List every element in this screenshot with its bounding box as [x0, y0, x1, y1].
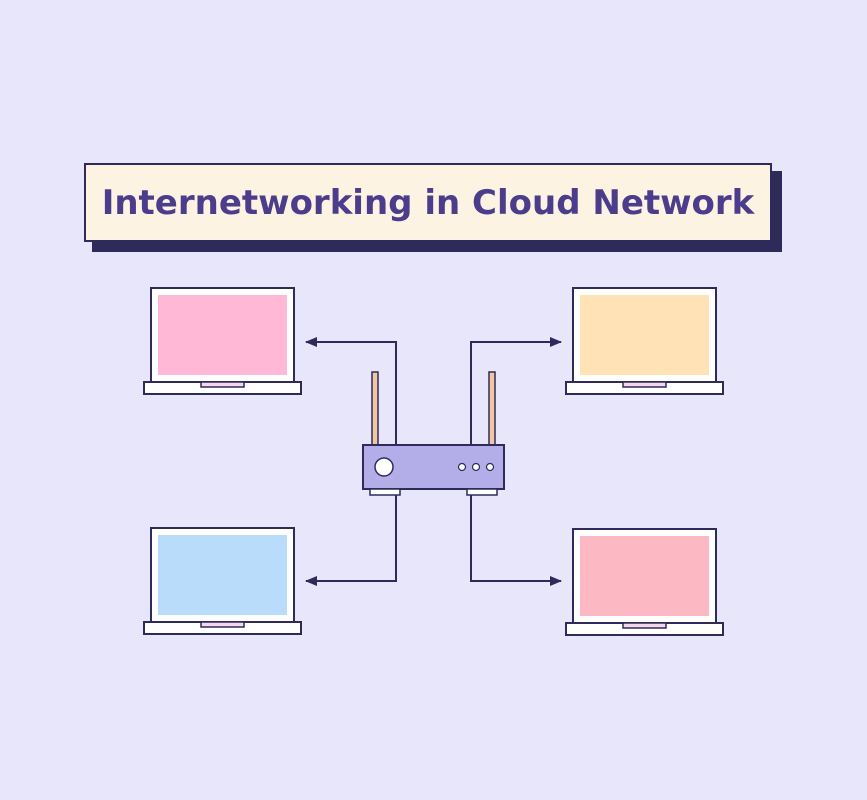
laptop-trackpad-notch [200, 381, 245, 388]
title-banner: Internetworking in Cloud Network [84, 163, 772, 242]
laptop-icon [143, 527, 302, 635]
laptop-icon [565, 528, 724, 636]
laptop-trackpad-notch [622, 381, 667, 388]
laptop-screen [158, 535, 287, 615]
laptop-icon [565, 287, 724, 395]
arrow-to-bottom-right-laptop [470, 495, 562, 586]
router-foot-right [466, 488, 498, 496]
laptop-screen [580, 536, 709, 616]
router-icon [362, 371, 505, 496]
connections [305, 337, 562, 586]
arrow-to-bottom-left-laptop [305, 495, 397, 586]
router-antenna-right [488, 371, 496, 447]
laptop-screen [580, 295, 709, 375]
router-antenna-left [371, 371, 379, 447]
laptop-trackpad-notch [200, 621, 245, 628]
router-led [457, 462, 467, 472]
router-power-button [374, 457, 394, 477]
arrow-to-top-right-laptop [470, 337, 562, 446]
arrow-to-top-left-laptop [305, 337, 397, 446]
router-led [471, 462, 481, 472]
router-foot-left [369, 488, 401, 496]
router-led [485, 462, 495, 472]
laptop-icon [143, 287, 302, 395]
laptop-screen [158, 295, 287, 375]
laptop-trackpad-notch [622, 622, 667, 629]
page-title: Internetworking in Cloud Network [101, 182, 755, 223]
